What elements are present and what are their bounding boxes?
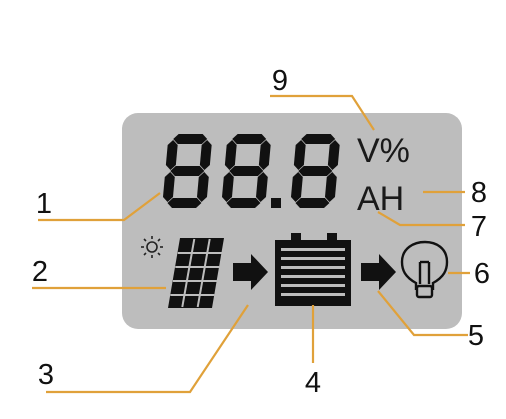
solar-panel-icon (168, 238, 224, 308)
segment-b (199, 140, 212, 170)
segment-b (258, 140, 271, 170)
seven-segment-display (162, 134, 340, 208)
callout-3: 3 (38, 359, 54, 391)
segment-a (232, 134, 267, 144)
bulb-icon (400, 240, 449, 299)
leader-line-7 (377, 211, 465, 227)
leader-line-5 (377, 290, 468, 337)
leader-line-1 (38, 192, 161, 222)
battery-icon (275, 233, 351, 306)
segment-f (224, 140, 237, 170)
segment-g (298, 166, 333, 176)
segment-e (162, 172, 175, 202)
callout-7: 7 (471, 211, 487, 243)
arrow-right-icon (361, 254, 396, 290)
segment-d (295, 198, 330, 208)
leader-line-9 (270, 94, 375, 131)
segment-c (324, 172, 337, 202)
digit-segment-group (221, 134, 271, 208)
segment-e (290, 172, 303, 202)
unit-volt-percent: V% (357, 132, 410, 170)
callout-6: 6 (474, 258, 490, 290)
callout-4: 4 (305, 367, 321, 399)
sun-icon (141, 236, 163, 258)
segment-f (165, 140, 178, 170)
segment-b (327, 140, 340, 170)
decimal-point (271, 198, 281, 208)
segment-d (226, 198, 261, 208)
digit-segment-group (290, 134, 340, 208)
callout-5: 5 (468, 320, 484, 352)
leader-lines (32, 94, 470, 394)
leader-line-3 (46, 304, 249, 394)
digit-segment-group (162, 134, 212, 208)
segment-a (301, 134, 336, 144)
arrow-right-icon (233, 254, 268, 290)
segment-f (293, 140, 306, 170)
callout-8: 8 (471, 177, 487, 209)
unit-amp-hour: AH (357, 180, 404, 218)
segment-a (173, 134, 208, 144)
segment-g (229, 166, 264, 176)
callout-1: 1 (36, 188, 52, 220)
segment-c (255, 172, 268, 202)
callout-2: 2 (32, 256, 48, 288)
segment-c (196, 172, 209, 202)
segment-g (170, 166, 205, 176)
segment-e (221, 172, 234, 202)
callout-9: 9 (272, 65, 288, 97)
segment-d (167, 198, 202, 208)
